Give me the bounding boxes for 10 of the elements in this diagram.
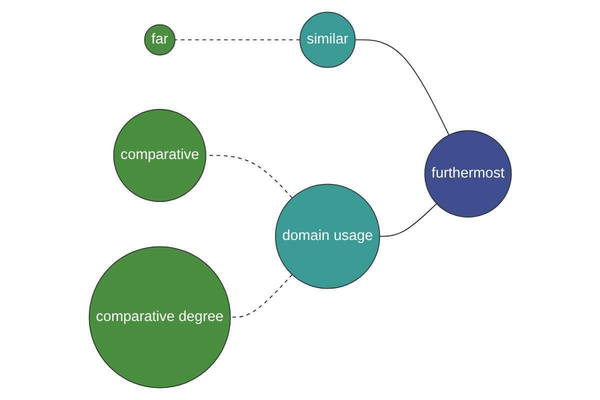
- node-circle: far: [144, 24, 176, 56]
- connector: [174, 39, 300, 40]
- node-circle: domain usage: [274, 184, 380, 289]
- connector: [354, 39, 450, 136]
- node-circle: furthermost: [424, 130, 512, 218]
- connector: [378, 203, 437, 237]
- connector: [230, 274, 292, 318]
- node-circle: comparative: [112, 108, 206, 202]
- node-circle: comparative degree: [88, 246, 231, 388]
- node-circle: similar: [299, 12, 356, 68]
